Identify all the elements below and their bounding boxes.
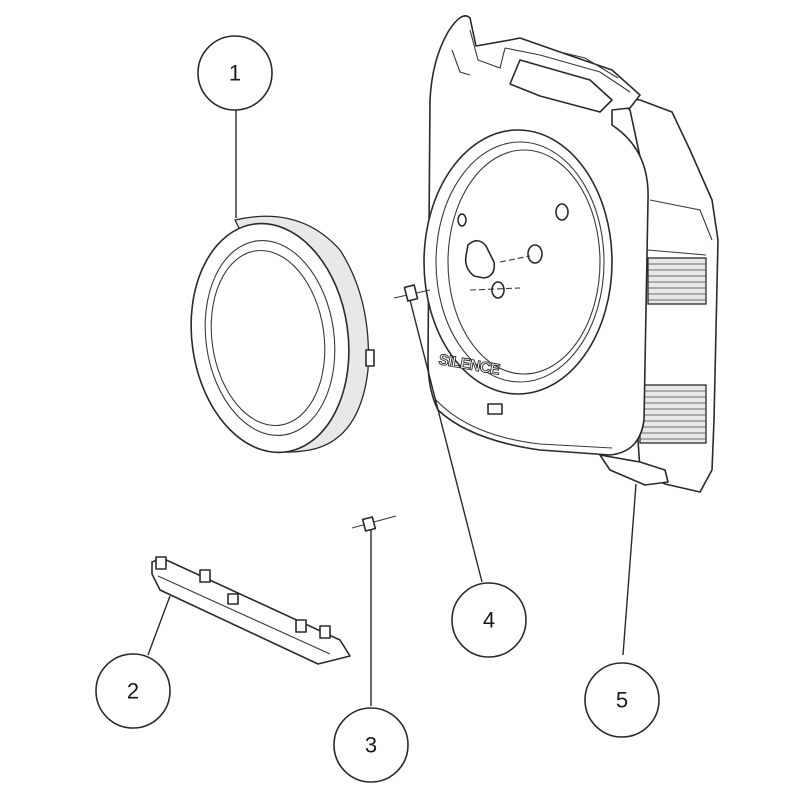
vent-upper bbox=[647, 257, 707, 305]
callout-3: 3 bbox=[333, 707, 409, 783]
vent-lower bbox=[639, 384, 707, 444]
part-5-housing: SILENCE bbox=[423, 15, 719, 493]
leader-line-2 bbox=[147, 595, 171, 656]
callout-5: 5 bbox=[584, 662, 660, 738]
callout-4: 4 bbox=[451, 582, 527, 658]
callout-label-1: 1 bbox=[229, 61, 241, 86]
callout-label-2: 2 bbox=[127, 679, 139, 704]
leader-line-4 bbox=[409, 299, 483, 583]
callout-label-4: 4 bbox=[483, 608, 495, 633]
part-4-screw bbox=[393, 284, 431, 302]
part-2-trim-bar bbox=[151, 556, 351, 665]
callout-1: 1 bbox=[197, 35, 273, 111]
part-1-ring bbox=[190, 215, 375, 454]
callout-2: 2 bbox=[95, 653, 171, 729]
leader-line-5 bbox=[622, 483, 637, 656]
part-3-screw bbox=[351, 515, 397, 532]
callout-label-5: 5 bbox=[616, 688, 628, 713]
callout-label-3: 3 bbox=[365, 733, 377, 758]
